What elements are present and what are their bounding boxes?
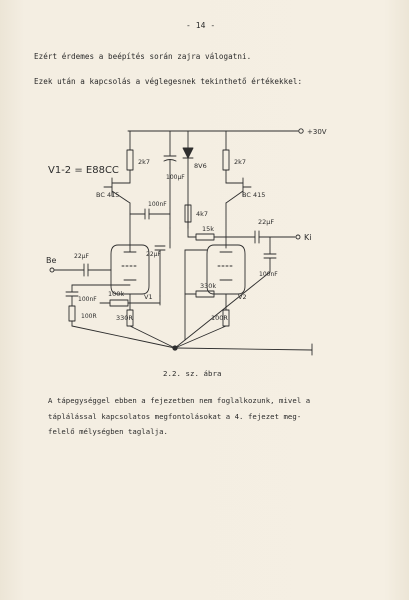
- tube-v2-label: V2: [238, 293, 247, 301]
- transistor-left: [103, 177, 131, 204]
- transistor-left-label: BC 415: [96, 191, 119, 199]
- resistor-15k: [195, 233, 215, 241]
- capacitor-100uF-label: 100µF: [166, 174, 185, 181]
- paragraph-line-3: felelő mélységben taglalja.: [48, 427, 168, 436]
- tube-v1: [110, 244, 150, 295]
- input-terminal: [49, 267, 55, 273]
- output-terminal: [295, 234, 301, 240]
- resistor-330k-label: 330k: [200, 282, 216, 290]
- resistor-4k7: [184, 204, 192, 223]
- paragraph: A tápegységgel ebben a fejezetben nem fo…: [48, 393, 310, 440]
- resistor-2k7-left: [126, 149, 134, 171]
- capacitor-100nF-in-label: 100nF: [78, 296, 97, 303]
- resistor-15k-label: 15k: [202, 225, 214, 233]
- resistor-2k7-right: [222, 149, 230, 171]
- resistor-2k7-right-label: 2k7: [234, 158, 246, 166]
- tube-v1-label: V1: [144, 293, 153, 301]
- resistor-100R-left-label: 100R: [81, 313, 97, 320]
- supply-label: +30V: [307, 128, 327, 136]
- resistor-2k7-left-label: 2k7: [138, 158, 150, 166]
- resistor-4k7-label: 4k7: [196, 210, 208, 218]
- capacitor-100nF-out-label: 100nF: [259, 271, 278, 278]
- resistor-100k: [109, 299, 129, 307]
- paragraph-line-2: táplálással kapcsolatos megfontolásokat …: [48, 411, 302, 421]
- output-label: Ki: [304, 233, 311, 242]
- transistor-right-label: BC 415: [242, 191, 265, 199]
- capacitor-22uF-out-label: 22µF: [258, 218, 274, 226]
- resistor-100k-label: 100k: [108, 290, 124, 298]
- input-label: Be: [46, 256, 56, 265]
- resistor-100R-right-label: 100R: [211, 314, 228, 322]
- resistor-330R-label: 330R: [116, 314, 133, 322]
- tube-type-label: V1-2 = E88CC: [48, 165, 119, 176]
- supply-terminal: [298, 128, 304, 134]
- capacitor-100nF-mid-label: 100nF: [148, 201, 167, 208]
- page-number: - 14 -: [186, 21, 216, 30]
- figure-caption: 2.2. sz. ábra: [163, 369, 222, 378]
- paragraph-line-1: A tápegységgel ebben a fejezetben nem fo…: [48, 396, 311, 405]
- ground-node: [172, 345, 178, 351]
- text-line-2: Ezek után a kapcsolás a véglegesnek teki…: [34, 77, 303, 86]
- transistor-right: [225, 177, 252, 204]
- capacitor-22uF-in-label: 22µF: [74, 253, 89, 260]
- capacitor-22uF-mid-label: 22µF: [146, 251, 161, 258]
- text-line-1: Ezért érdemes a beépítés során zajra vál…: [34, 52, 252, 61]
- resistor-100R-left: [68, 305, 76, 322]
- tube-v2: [206, 244, 246, 295]
- zener-label: 8V6: [194, 162, 207, 170]
